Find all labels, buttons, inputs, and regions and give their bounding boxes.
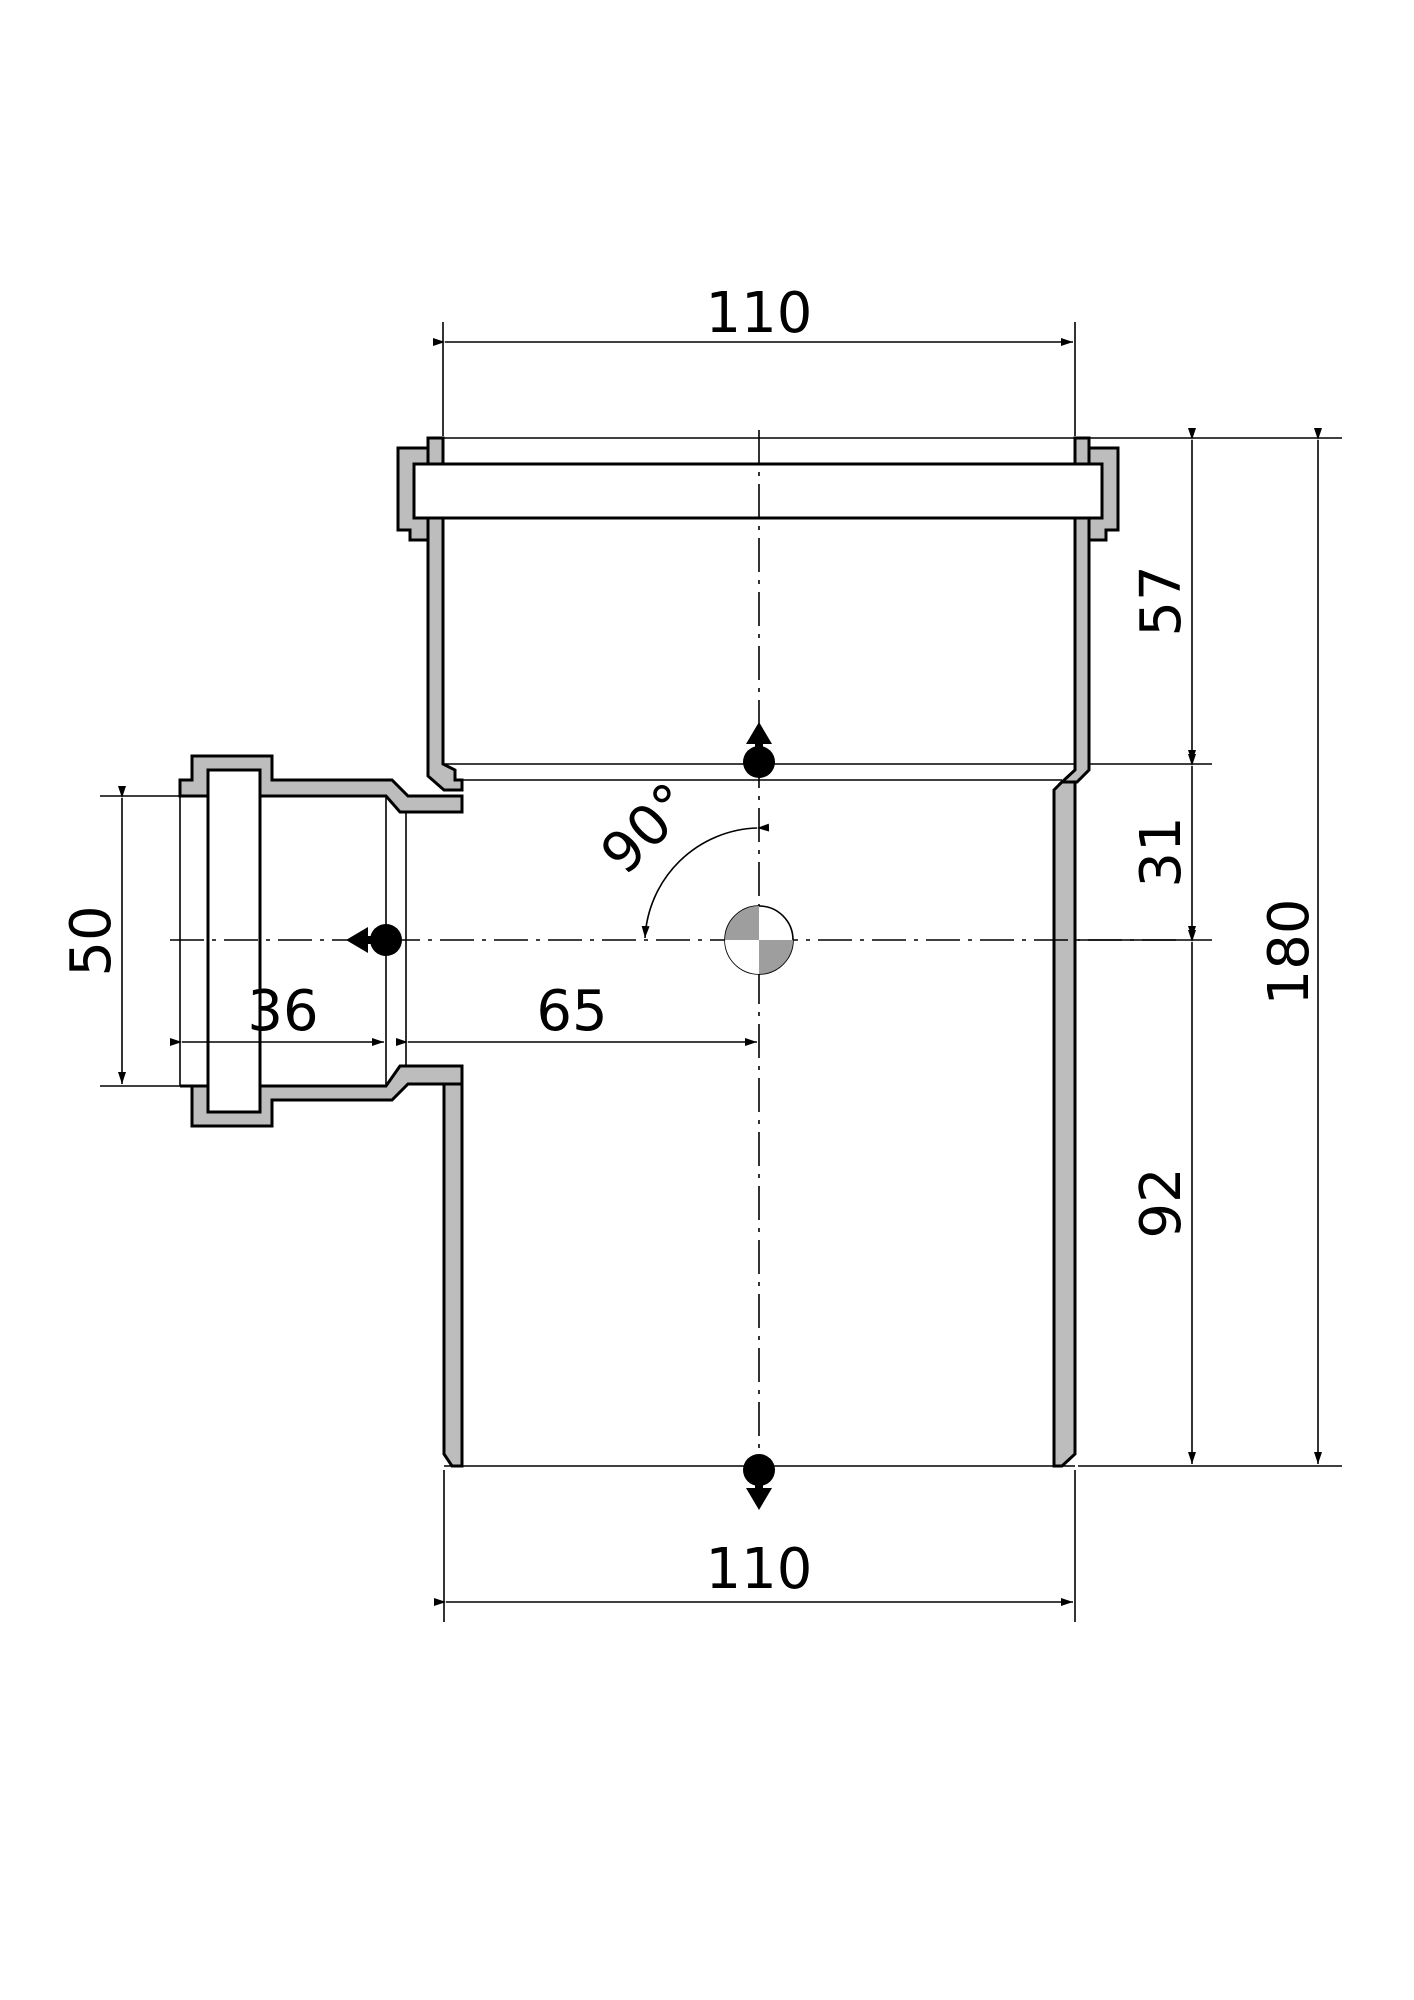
arrow-down-drop-icon [743, 1454, 775, 1510]
arrow-up-drop-icon [743, 722, 775, 778]
dimensions: 110 110 57 31 92 180 50 36 65 [59, 281, 1342, 1622]
right-pipe-wall [1052, 780, 1077, 1468]
seal-ring [412, 462, 1104, 520]
lower-length-label: 92 [1129, 1167, 1194, 1238]
angle-label: 90° [589, 771, 705, 887]
branch-offset-label: 31 [1129, 816, 1194, 887]
branch-socket-label: 36 [247, 979, 318, 1044]
arrow-left-drop-icon [346, 924, 402, 956]
branch [178, 754, 464, 1128]
branch-diameter-label: 50 [59, 905, 124, 976]
branch-reach-label: 65 [536, 979, 607, 1044]
socket-depth-label: 57 [1129, 565, 1194, 636]
branch-seal-ring [206, 768, 262, 1114]
total-height-label: 180 [1257, 899, 1322, 1006]
left-pipe-wall [442, 1064, 464, 1468]
center-lines [170, 430, 1180, 1475]
bottom-width-label: 110 [706, 1537, 813, 1602]
top-width-label: 110 [706, 281, 813, 346]
right-socket-wall [1058, 436, 1091, 784]
quadrant-center-icon [724, 905, 794, 975]
left-socket-wall [426, 436, 464, 792]
